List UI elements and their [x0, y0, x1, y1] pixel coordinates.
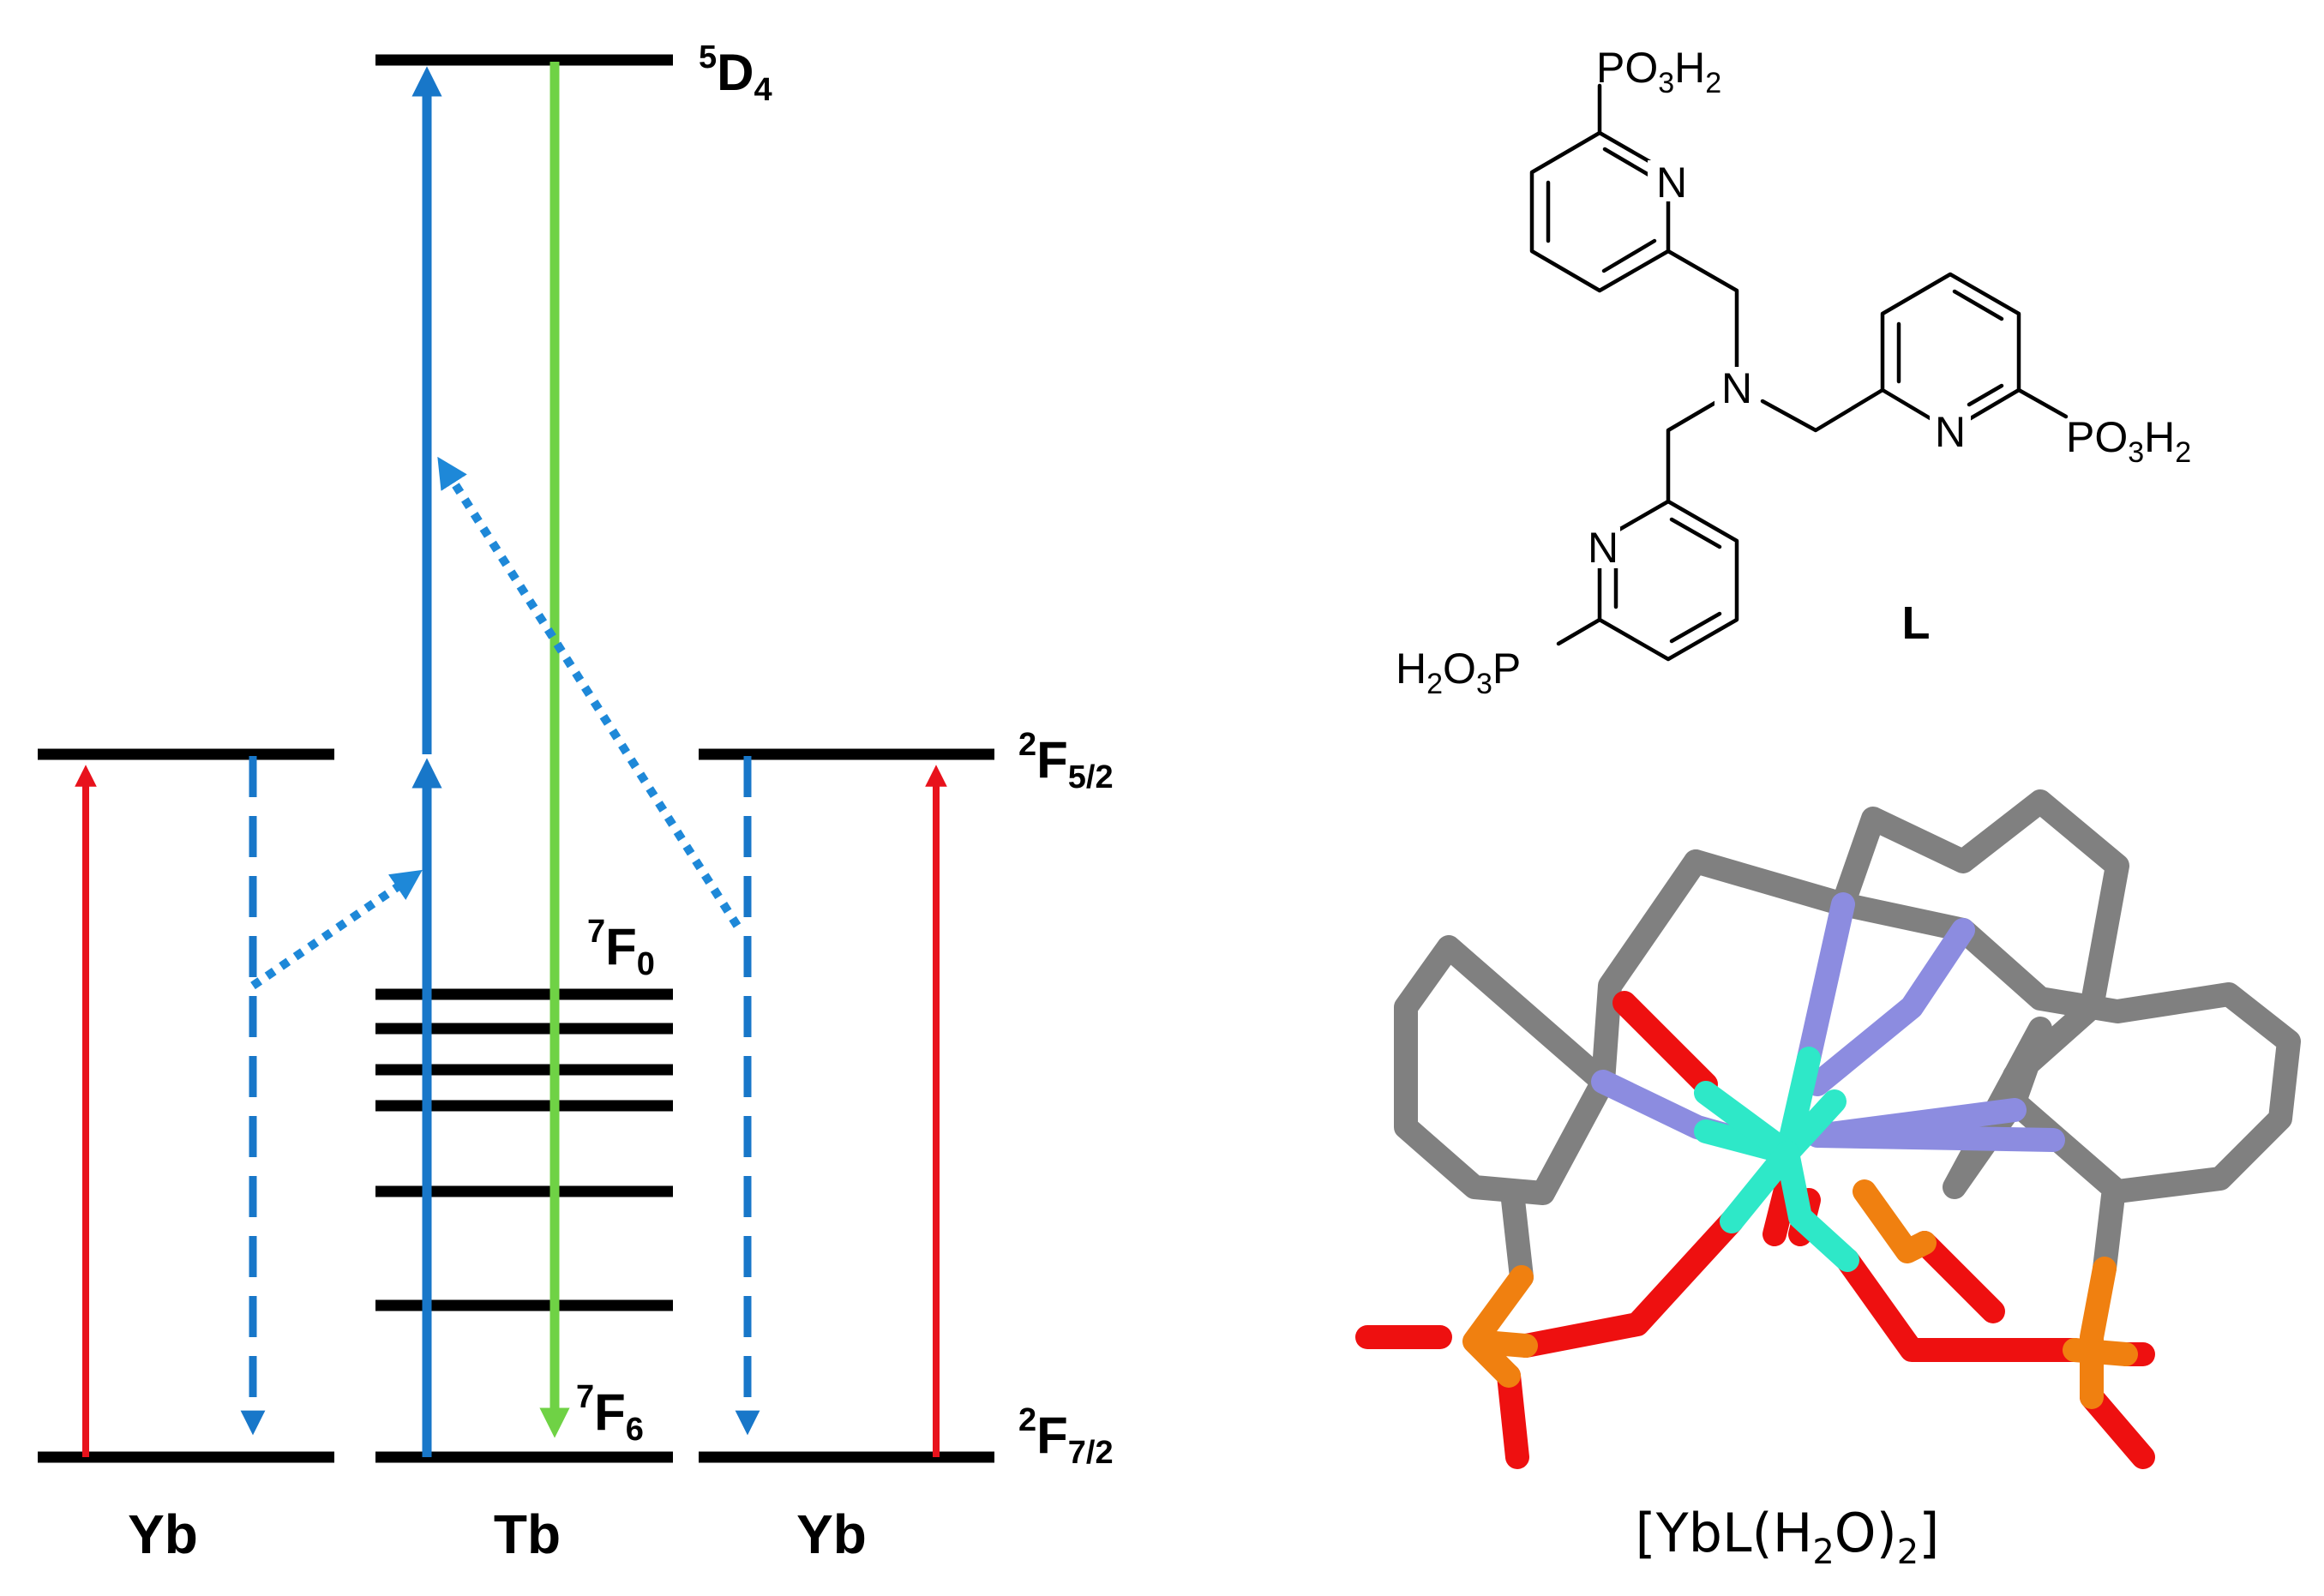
label-yb-2f52-sup: 2	[1018, 727, 1036, 763]
n-top	[1797, 892, 1855, 1071]
left-pyridine-carbons	[1394, 935, 1615, 1205]
upper-pyridine-ring	[1529, 130, 1671, 293]
complex-caption-s1: 2	[1812, 1533, 1834, 1572]
ion-label-yb-left: Yb	[128, 1503, 198, 1565]
label-yb-2f72-main: F	[1036, 1407, 1068, 1464]
label-tb-7f0-sub: 0	[637, 946, 655, 982]
mask-n-ring1	[1648, 160, 1689, 201]
upper-ch2-link	[1666, 249, 1739, 371]
label-tb-5d4-sup: 5	[699, 39, 717, 75]
label-yb-2f52-main: F	[1036, 731, 1068, 789]
atom-n-central: N	[1721, 364, 1752, 412]
lower-ring-to-phosphonate	[1556, 617, 1602, 646]
phosphonate-left-a-sub: 2	[1426, 668, 1443, 700]
right-p-carbon	[2093, 1184, 2125, 1281]
o-left-p-ends	[1355, 1325, 1529, 1469]
energy-level-diagram: 5D4 2F5/2 7F0 7F6 2F7/2 Yb Tb Yb	[38, 39, 1114, 1565]
phosphonate-left-c: P	[1492, 645, 1521, 693]
label-tb-5d4: 5D4	[699, 39, 772, 108]
atom-n-ring2: N	[1935, 408, 1966, 456]
label-yb-2f72-sub: 7/2	[1068, 1435, 1114, 1471]
complex-caption-p2: O)	[1835, 1502, 1897, 1564]
n-right	[1805, 1098, 2065, 1152]
yb-to-o-left	[1694, 1081, 1799, 1165]
label-yb-2f52-sub: 5/2	[1068, 759, 1114, 795]
label-tb-5d4-sub: 4	[754, 72, 772, 108]
label-tb-7f6-sup: 7	[576, 1379, 594, 1415]
label-tb-7f6: 7F6	[576, 1379, 644, 1448]
p-right	[2063, 1257, 2138, 1409]
phosphonate-right-b: H	[2144, 413, 2175, 461]
label-tb-7f0-main: F	[605, 918, 637, 975]
n-left-link	[1666, 399, 1720, 504]
label-tb-7f0: 7F0	[587, 914, 655, 982]
right-ring-double-bonds	[1896, 289, 2004, 407]
phosphonate-left: H2O3P	[1396, 645, 1521, 700]
atom-n-ring1: N	[1656, 159, 1687, 207]
phosphonate-left-a: H	[1396, 645, 1426, 693]
phosphonate-top-a: PO	[1596, 44, 1658, 92]
label-yb-2f72: 2F7/2	[1018, 1402, 1114, 1471]
complex-caption-p1: [YbL(H	[1636, 1502, 1813, 1564]
ligand-structure	[1529, 83, 2069, 662]
phosphonate-right: PO3H2	[2066, 413, 2191, 469]
n-right-link	[1760, 387, 1885, 433]
n-mid	[1805, 918, 1975, 1096]
top-chain	[1684, 789, 2129, 1088]
complex-caption: [YbL(H2O)2]	[1636, 1502, 1940, 1572]
phosphonate-right-a: PO	[2066, 413, 2128, 461]
left-p-carbon	[1501, 1188, 1534, 1289]
lower-ring-double-bonds	[1613, 517, 1722, 644]
o-left-lower	[1514, 1209, 1744, 1358]
ion-label-tb: Tb	[494, 1503, 561, 1565]
lower-pyridine-ring	[1597, 499, 1739, 662]
ligand-label: L	[1902, 597, 1931, 649]
mask-n-ring2	[1930, 411, 1971, 453]
left-ring-to-ch2	[1591, 849, 1708, 1094]
middle-chain	[1831, 892, 2301, 1203]
label-tb-7f6-main: F	[594, 1383, 626, 1441]
o-left-upper	[1612, 991, 1718, 1096]
p-center	[1853, 1179, 1937, 1263]
ligand-labels: N N N N PO3H2 PO3H2 H2O3P L	[1396, 44, 2191, 700]
ytterbium-bonds	[1694, 1047, 1859, 1272]
right-ring-to-phosphonate	[2016, 387, 2069, 419]
p-left	[1462, 1265, 1538, 1388]
label-yb-2f52: 2F5/2	[1018, 727, 1114, 795]
phosphonate-top: PO3H2	[1596, 44, 1721, 99]
energy-transfer-dotted-arrow-2	[437, 456, 742, 928]
label-tb-7f0-sup: 7	[587, 914, 605, 950]
energy-transfer-dotted-arrow-1	[250, 869, 423, 990]
carbon-bonds	[1394, 789, 2301, 1289]
phosphorus-bonds	[1462, 1179, 2138, 1409]
atom-n-ring3: N	[1588, 524, 1618, 572]
phosphonate-left-b: O	[1443, 645, 1476, 693]
mask-n-ring3	[1579, 527, 1620, 568]
label-tb-5d4-main: D	[717, 44, 754, 101]
phosphonate-top-b-sub: 2	[1705, 67, 1721, 99]
phosphonate-left-b-sub: 3	[1476, 668, 1492, 700]
label-tb-7f6-sub: 6	[626, 1412, 644, 1448]
mask-n-central	[1714, 367, 1759, 408]
phosphonate-top-b: H	[1674, 44, 1705, 92]
yb-to-o-center	[1775, 1141, 1859, 1272]
phosphonate-top-a-sub: 3	[1658, 67, 1674, 99]
ion-label-yb-right: Yb	[796, 1503, 867, 1565]
phosphonate-right-a-sub: 3	[2128, 436, 2144, 469]
complex-caption-s2: 2	[1897, 1533, 1919, 1572]
complex-stick-model	[1355, 789, 2301, 1469]
o-right-lower	[1835, 1248, 2087, 1362]
phosphonate-right-b-sub: 2	[2175, 436, 2191, 469]
level-lines	[38, 54, 994, 1463]
right-pyridine-ring	[1880, 272, 2021, 433]
label-yb-2f72-sup: 2	[1018, 1402, 1036, 1438]
o-right-upper	[1913, 1231, 2005, 1323]
upper-ring-double-bonds	[1546, 147, 1657, 273]
complex-caption-p3: ]	[1919, 1502, 1939, 1564]
